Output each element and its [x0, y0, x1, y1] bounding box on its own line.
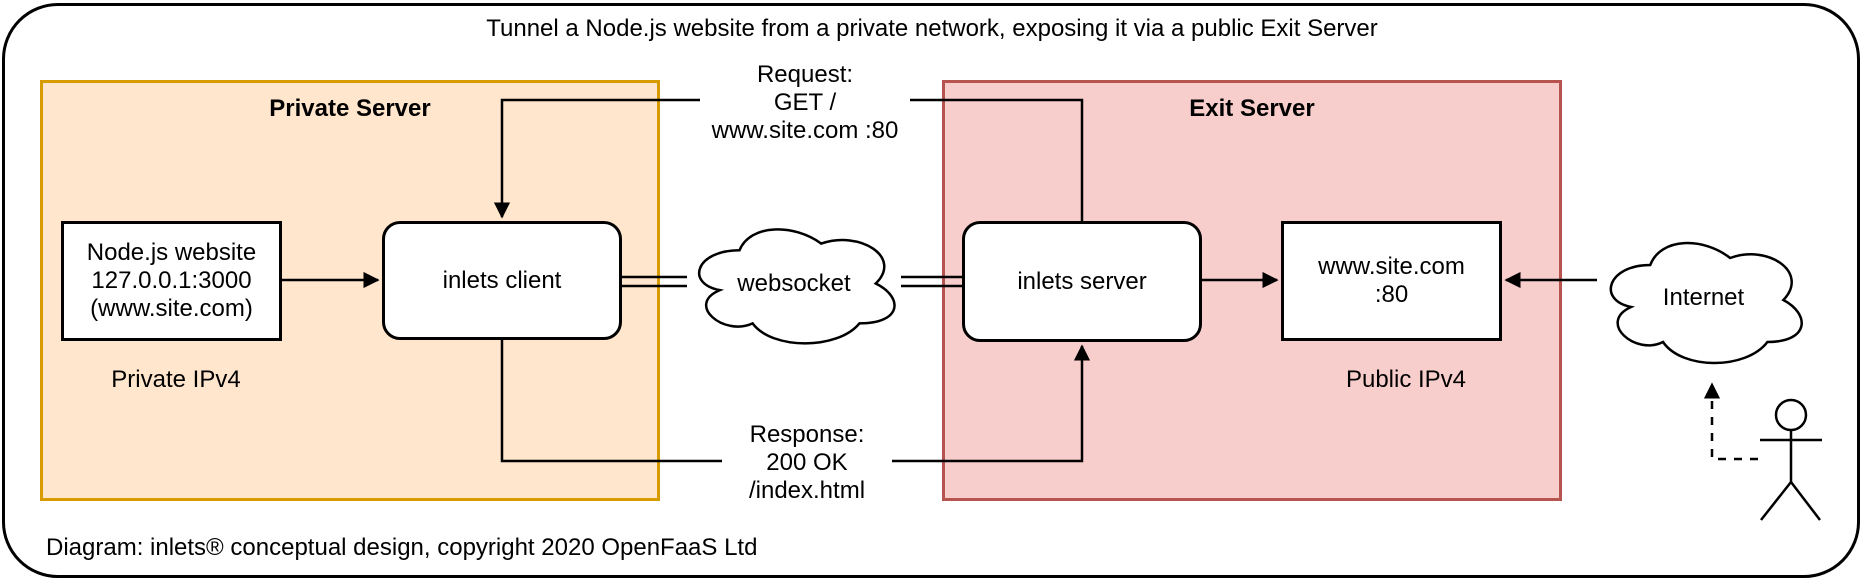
request-label-line: GET /: [773, 89, 837, 116]
request-label-line: Request:: [756, 61, 854, 88]
nodejs-website-line: Node.js website: [86, 239, 257, 266]
public-ipv4-label: Public IPv4: [1345, 366, 1467, 393]
response-connector-label: Response: 200 OK /index.html: [722, 421, 892, 505]
inlets-client-label: inlets client: [442, 266, 562, 294]
inlets-server-label: inlets server: [1017, 267, 1147, 295]
public-site-node: www.site.com :80: [1281, 221, 1502, 341]
inlets-client-node: inlets client: [382, 221, 622, 340]
private-ipv4-label: Private IPv4: [111, 366, 241, 393]
exit-server-title: Exit Server: [1189, 95, 1315, 122]
nodejs-website-line: (www.site.com): [90, 295, 253, 322]
public-site-line: www.site.com: [1318, 253, 1465, 280]
response-label-line: 200 OK: [766, 449, 848, 476]
request-connector-label: Request: GET / www.site.com :80: [700, 61, 910, 145]
request-label-line: www.site.com :80: [711, 117, 899, 144]
inlets-server-node: inlets server: [962, 221, 1202, 342]
response-label-line: Response:: [749, 421, 865, 448]
websocket-cloud-label: websocket: [737, 270, 851, 297]
internet-cloud-label: Internet: [1662, 284, 1745, 311]
public-site-line: :80: [1374, 281, 1409, 308]
response-label-line: /index.html: [748, 477, 866, 504]
private-server-title: Private Server: [269, 95, 431, 122]
copyright-text: Diagram: inlets® conceptual design, copy…: [46, 534, 758, 561]
nodejs-website-node: Node.js website 127.0.0.1:3000 (www.site…: [61, 221, 282, 341]
diagram-title: Tunnel a Node.js website from a private …: [486, 15, 1378, 42]
nodejs-website-line: 127.0.0.1:3000: [91, 267, 252, 294]
